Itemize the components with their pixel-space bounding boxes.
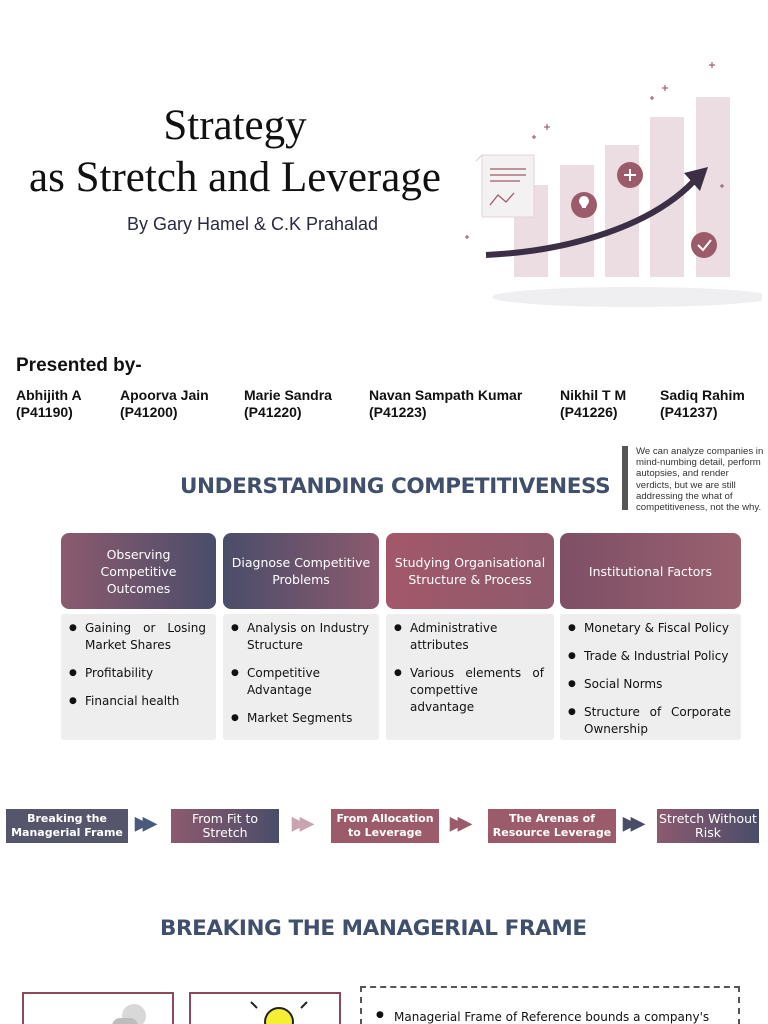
- ground-shadow: [492, 287, 762, 307]
- presenter-id: (P41226): [560, 404, 618, 420]
- title-line-1: Strategy: [163, 102, 307, 149]
- step-breaking-frame: Breaking the Managerial Frame: [6, 809, 128, 843]
- chevron-right-icon: ▶▶: [450, 813, 472, 833]
- list-item: Market Segments: [231, 710, 369, 727]
- presenter-id: (P41200): [120, 404, 178, 420]
- list-item: Gaining or Losing Market Shares: [69, 620, 206, 654]
- list-item: Structure of Corporate Ownership: [568, 704, 731, 738]
- presenter-id: (P41190): [16, 404, 73, 420]
- title-block: Strategy as Stretch and Leverage: [20, 100, 450, 204]
- list-item: Social Norms: [568, 676, 731, 693]
- lightbulb-icon: [250, 1001, 308, 1024]
- list-item: Managerial Frame of Reference bounds a c…: [370, 1010, 732, 1024]
- step-stretch-without-risk: Stretch Without Risk: [657, 809, 759, 843]
- step-fit-to-stretch: From Fit to Stretch: [171, 809, 279, 843]
- presenter-id: (P41220): [244, 404, 302, 420]
- column-header-institutional: Institutional Factors: [560, 533, 741, 609]
- presenter-name: Abhijith A: [16, 387, 82, 403]
- sparkle-icons: [465, 62, 724, 239]
- chevron-right-icon: ▶▶: [292, 813, 314, 833]
- byline: By Gary Hamel & C.K Prahalad: [126, 214, 379, 234]
- list-item: Profitability: [69, 665, 206, 682]
- growth-arrow: [485, 178, 697, 258]
- check-circle-icon: [691, 232, 717, 258]
- presented-by-label: Presented by-: [16, 355, 142, 376]
- image-box-2: [189, 992, 341, 1024]
- list-item: Financial health: [69, 693, 206, 710]
- presenter-2: Apoorva Jain (P41200): [120, 387, 209, 421]
- section-title-understanding: UNDERSTANDING COMPETITIVENESS: [180, 474, 611, 499]
- text-box-dashed: Managerial Frame of Reference bounds a c…: [360, 986, 740, 1024]
- column-body-problems: Analysis on Industry Structure Competiti…: [223, 614, 379, 740]
- growth-chart-illustration: [465, 62, 762, 307]
- presenter-id: (P41237): [660, 404, 718, 420]
- presenter-5: Nikhil T M (P41226): [560, 387, 626, 421]
- column-body-outcomes: Gaining or Losing Market Shares Profitab…: [61, 614, 216, 740]
- column-body-structure: Administrative attributes Various elemen…: [386, 614, 554, 740]
- column-header-structure: Studying Organisational Structure & Proc…: [386, 533, 554, 609]
- column-body-institutional: Monetary & Fiscal Policy Trade & Industr…: [560, 614, 741, 740]
- presenter-name: Nikhil T M: [560, 387, 627, 403]
- chevron-right-icon: ▶▶: [623, 813, 645, 833]
- presenter-4: Navan Sampath Kumar (P41223): [369, 387, 522, 421]
- list-item: Competitive Advantage: [231, 665, 369, 699]
- presenter-name: Navan Sampath Kumar: [369, 387, 523, 403]
- list-item: Analysis on Industry Structure: [231, 620, 369, 654]
- arrow-head: [684, 167, 708, 191]
- presenter-id: (P41223): [369, 404, 427, 420]
- list-item: Monetary & Fiscal Policy: [568, 620, 731, 637]
- quote-bar: [622, 446, 628, 510]
- presenter-name: Marie Sandra: [244, 387, 332, 403]
- title-line-2: as Stretch and Leverage: [29, 154, 441, 201]
- bar-2: [560, 165, 594, 277]
- step-allocation-to-leverage: From Allocation to Leverage: [331, 809, 439, 843]
- list-item: Administrative attributes: [394, 620, 544, 654]
- document-icon: [475, 154, 535, 218]
- section-title-breaking: BREAKING THE MANAGERIAL FRAME: [160, 916, 587, 941]
- column-header-problems: Diagnose Competitive Problems: [223, 533, 379, 609]
- column-header-outcomes: Observing Competitive Outcomes: [61, 533, 216, 609]
- presenter-name: Apoorva Jain: [120, 387, 209, 403]
- image-box-1: [22, 992, 174, 1024]
- chevron-right-icon: ▶▶: [135, 813, 157, 833]
- presenter-1: Abhijith A (P41190): [16, 387, 82, 421]
- figure-icon: [112, 1004, 146, 1024]
- presenter-3: Marie Sandra (P41220): [244, 387, 332, 421]
- list-item: Various elements of compettive advantage: [394, 665, 544, 716]
- list-item: Trade & Industrial Policy: [568, 648, 731, 665]
- presenter-6: Sadiq Rahim (P41237): [660, 387, 745, 421]
- step-arenas-resource-leverage: The Arenas of Resource Leverage: [488, 809, 616, 843]
- presenter-name: Sadiq Rahim: [660, 387, 745, 403]
- quote-text: We can analyze companies in mind-numbing…: [636, 446, 764, 514]
